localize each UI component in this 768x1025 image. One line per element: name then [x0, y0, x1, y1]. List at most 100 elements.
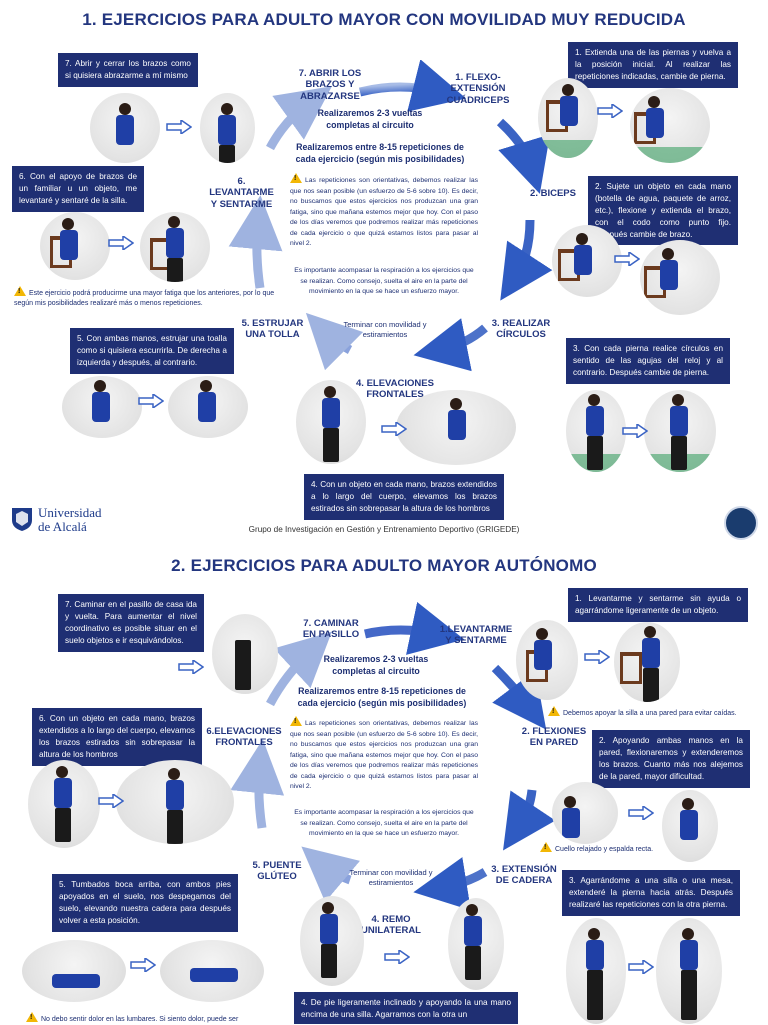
label-biceps: 2. BICEPS: [530, 188, 576, 199]
photo-flexo-1: [538, 78, 598, 158]
photo-abrir-1: [90, 93, 160, 163]
label-elevaciones-frontales-2: 6.ELEVACIONES FRONTALES: [206, 726, 282, 749]
arrow-right-icon: [622, 424, 648, 438]
arrow-right-icon: [597, 104, 623, 118]
desc-box-4: 4. Con un objeto en cada mano, brazos ex…: [304, 474, 504, 520]
desc-box-3: 3. Con cada pierna realice círculos en s…: [566, 338, 730, 384]
arrow-right-icon: [628, 960, 654, 974]
arrow-right-icon: [628, 806, 654, 820]
circuit-arrows-2: [230, 602, 556, 911]
warning-icon: [26, 1012, 38, 1023]
center-vueltas-2: Realizaremos 2-3 vueltas completas al ci…: [323, 654, 429, 676]
photo-estrujar-2: [168, 376, 248, 438]
university-crest-icon: [12, 508, 32, 531]
desc2-box-1: 1. Levantarme y sentarme sin ayuda o aga…: [568, 588, 748, 622]
photo-circulos-1: [566, 390, 626, 472]
desc2-box-5: 5. Tumbados boca arriba, con ambos pies …: [52, 874, 238, 932]
warning-icon: [548, 706, 560, 717]
photo-caminar: [212, 614, 278, 694]
note-levantarme-text: Este ejercicio podrá producirme una mayo…: [14, 290, 275, 307]
photo-remo-1: [300, 896, 364, 986]
photo-biceps-2: [640, 240, 720, 315]
note-levantarme: Este ejercicio podrá producirme una mayo…: [14, 286, 276, 309]
center-warning-text: Las repeticiones son orientativas, debem…: [290, 177, 478, 248]
circuit-arrows-1: [228, 60, 553, 372]
desc2-box-3: 3. Agarrándome a una silla o una mesa, e…: [562, 870, 740, 916]
photo-elevaciones2-2: [116, 760, 234, 844]
university-line-1: Universidad: [38, 505, 102, 520]
photo-remo-2: [448, 898, 504, 990]
arrow-right-icon: [108, 236, 134, 250]
photo-levantarme2-1: [516, 620, 578, 700]
photo-puente-2: [160, 940, 264, 1002]
center-warning-text-2: Las repeticiones son orientativas, debem…: [290, 720, 478, 791]
label-extension-cadera: 3. EXTENSIÓN DE CADERA: [491, 864, 557, 887]
warning-icon: [14, 286, 26, 297]
center-repeticiones-2: Realizaremos entre 8-15 repeticiones de …: [297, 686, 467, 708]
photo-abrir-2: [200, 93, 255, 163]
center-warning-2: Las repeticiones son orientativas, debem…: [290, 716, 478, 793]
university-line-2: de Alcalá: [38, 519, 87, 535]
arrow-right-icon: [98, 794, 124, 808]
arrow-right-icon: [138, 394, 164, 408]
label-estrujar-toalla: 5. ESTRUJAR UNA TOLLA: [241, 318, 304, 341]
photo-biceps-1: [552, 225, 622, 297]
photo-elevaciones2-1: [28, 760, 100, 848]
center-terminar: Terminar con movilidad y estiramientos: [343, 320, 427, 340]
label-flexiones-pared: 2. FLEXIONES EN PARED: [521, 726, 587, 749]
center-respiracion-2: Es importante acompasar la respiración a…: [294, 809, 474, 838]
photo-levantarme2-2: [614, 622, 680, 702]
arrow-right-icon: [178, 660, 204, 674]
label-levantarme-sentarme-2: 1.LEVANTARME Y SENTARME: [439, 624, 513, 647]
note-silla: Debemos apoyar la silla a una pared para…: [548, 706, 758, 719]
photo-levantarme-2: [140, 212, 210, 282]
label-abrir-brazos: 7. ABRIR LOS BRAZOS Y ABRAZARSE: [298, 68, 362, 102]
warning-icon: [290, 173, 302, 185]
photo-elevaciones-2: [396, 390, 516, 465]
note-lumbares-text: No debo sentir dolor en las lumbares. Si…: [41, 1016, 239, 1023]
center-terminar-2: Terminar con movilidad y estiramientos: [349, 868, 433, 888]
note-cuello: Cuello relajado y espalda recta.: [540, 842, 700, 855]
photo-extension-1: [566, 918, 626, 1024]
desc-box-7: 7. Abrir y cerrar los brazos como si qui…: [58, 53, 198, 87]
research-group: Grupo de Investigación en Gestión y Entr…: [248, 525, 520, 534]
note-silla-text: Debemos apoyar la silla a una pared para…: [563, 710, 737, 717]
photo-extension-2: [656, 918, 722, 1024]
desc2-box-7: 7. Caminar en el pasillo de casa ida y v…: [58, 594, 204, 652]
label-flexo-extension: 1. FLEXO- EXTENSIÓN CUÁDRICEPS: [446, 72, 510, 106]
photo-flexo-2: [630, 88, 710, 163]
arrow-right-icon: [614, 252, 640, 266]
label-elevaciones-frontales: 4. ELEVACIONES FRONTALES: [356, 378, 434, 401]
desc2-box-4: 4. De pie ligeramente inclinado y apoyan…: [294, 992, 518, 1024]
photo-estrujar-1: [62, 376, 142, 438]
university-name: Universidad de Alcalá: [38, 505, 102, 535]
desc-box-5: 5. Con ambas manos, estrujar una toalla …: [70, 328, 234, 374]
photo-elevaciones-1: [296, 380, 366, 464]
photo-levantarme-1: [40, 212, 110, 280]
center-warning: Las repeticiones son orientativas, debem…: [290, 173, 478, 250]
desc-box-1: 1. Extienda una de las piernas y vuelva …: [568, 42, 738, 88]
photo-circulos-2: [644, 390, 716, 472]
arrow-right-icon: [584, 650, 610, 664]
label-levantarme-sentarme: 6. LEVANTARME Y SENTARME: [209, 176, 274, 210]
label-caminar-pasillo: 7. CAMINAR EN PASILLO: [302, 618, 360, 641]
arrow-right-icon: [166, 120, 192, 134]
arrow-right-icon: [130, 958, 156, 972]
warning-icon: [540, 842, 552, 853]
center-vueltas: Realizaremos 2-3 vueltas completas al ci…: [317, 108, 423, 130]
section2-title: 2. EJERCICIOS PARA ADULTO MAYOR AUTÓNOMO: [171, 556, 597, 575]
grigede-seal-logo: [724, 506, 758, 540]
desc2-box-2: 2. Apoyando ambas manos en la pared, fle…: [592, 730, 750, 788]
label-puente-gluteo: 5. PUENTE GLÚTEO: [252, 860, 302, 883]
section1-title: 1. EJERCICIOS PARA ADULTO MAYOR CON MOVI…: [82, 10, 686, 29]
center-repeticiones: Realizaremos entre 8-15 repeticiones de …: [295, 142, 465, 164]
label-realizar-circulos: 3. REALIZAR CÍRCULOS: [491, 318, 551, 341]
photo-puente-1: [22, 940, 126, 1002]
warning-icon: [290, 716, 302, 728]
photo-flexiones-1: [552, 782, 618, 844]
label-remo-unilateral: 4. REMO UNILATERAL: [361, 914, 421, 937]
desc2-box-6: 6. Con un objeto en cada mano, brazos ex…: [32, 708, 202, 766]
desc-box-2: 2. Sujete un objeto en cada mano (botell…: [588, 176, 738, 246]
note-lumbares: No debo sentir dolor en las lumbares. Si…: [26, 1012, 276, 1025]
photo-flexiones-2: [662, 790, 718, 862]
